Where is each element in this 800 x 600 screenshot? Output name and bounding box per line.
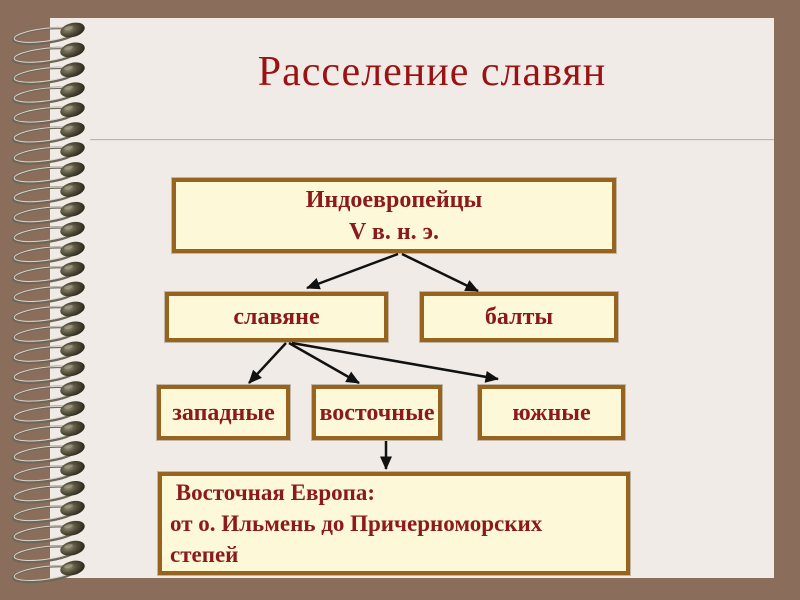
spiral-binding xyxy=(12,22,85,584)
node-text-line: от о. Ильмень до Причерноморских xyxy=(170,511,543,536)
slide-title: Расселение славян xyxy=(257,49,607,95)
diagram-node-eastern-slavs: восточные xyxy=(312,385,442,440)
node-text-line: славяне xyxy=(233,304,320,330)
diagram-node-western-slavs: западные xyxy=(157,385,290,440)
node-text-line: V в. н. э. xyxy=(348,218,440,245)
title-divider xyxy=(90,139,774,141)
node-text-line: степей xyxy=(170,542,239,567)
node-text-line: восточные xyxy=(319,399,435,426)
diagram-node-slavs: славяне xyxy=(165,292,388,342)
node-text-line: Восточная Европа: xyxy=(170,480,376,505)
diagram-node-southern-slavs: южные xyxy=(478,385,625,440)
node-text-line: южные xyxy=(512,399,591,426)
node-text-line: Индоевропейцы xyxy=(305,186,483,213)
diagram-node-eastern-europe: Восточная Европа: от о. Ильмень до Приче… xyxy=(158,472,630,575)
diagram-node-balts: балты xyxy=(420,292,618,342)
node-text-line: балты xyxy=(484,304,554,330)
node-text-line: западные xyxy=(172,399,275,426)
diagram-node-indoeuropeans: Индоевропейцы V в. н. э. xyxy=(172,178,616,253)
